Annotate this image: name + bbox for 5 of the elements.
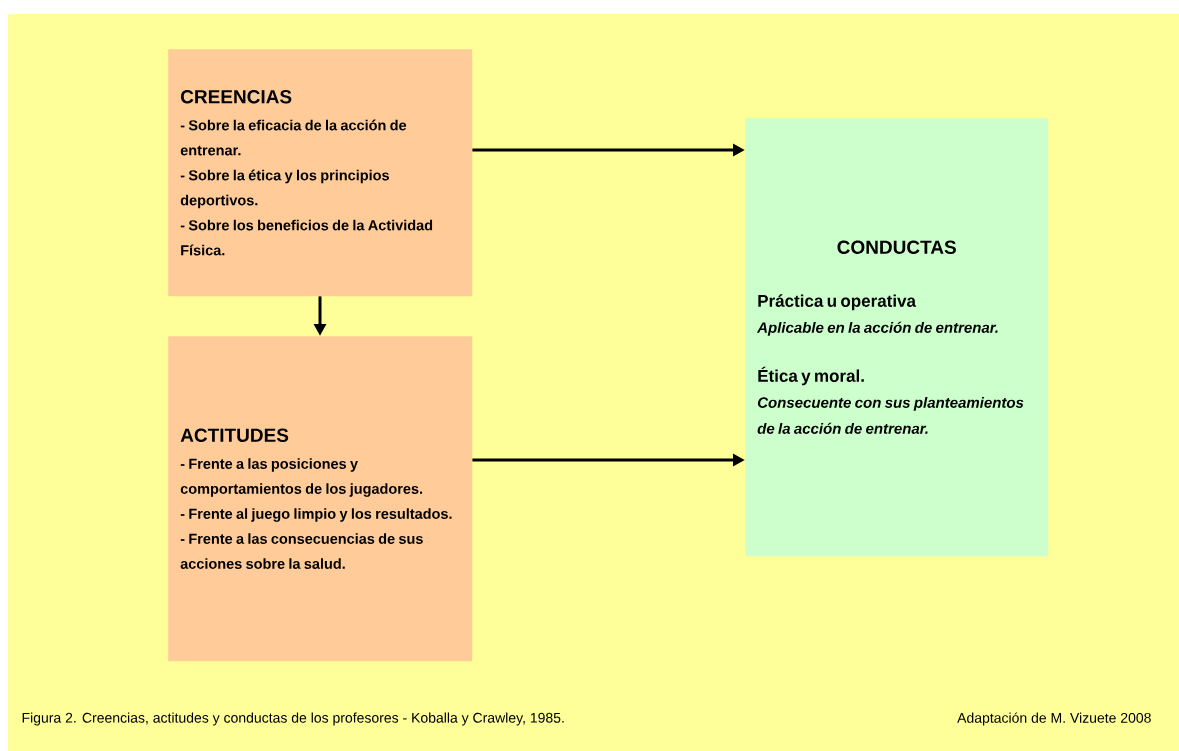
caption: Figura 2. Creencias, actitudes y conductas de los profesores - Koballa y Crawley, 1985. [22, 712, 564, 726]
concept-box: ACTITUDES - Frente a las posiciones y comportamientos de los jugadores. - Frente al juego limpio y los resultados. - Frente a las consecuencias de sus acciones sobre la salud. [168, 336, 473, 662]
result-box: CONDUCTAS Práctica u operativa Aplicable en la acción de entrenar. Ética y moral. Consecuente con sus planteamientos de la acción de entrenar. [745, 118, 1049, 557]
concept-box: CREENCIAS - Sobre la eficacia de la acción de entrenar. - Sobre la ética y los principios deportivos. - Sobre los beneficios de la Actividad Física. [168, 49, 473, 297]
credit-note: Adaptación de M. Vizuete 2008 [957, 712, 1151, 726]
